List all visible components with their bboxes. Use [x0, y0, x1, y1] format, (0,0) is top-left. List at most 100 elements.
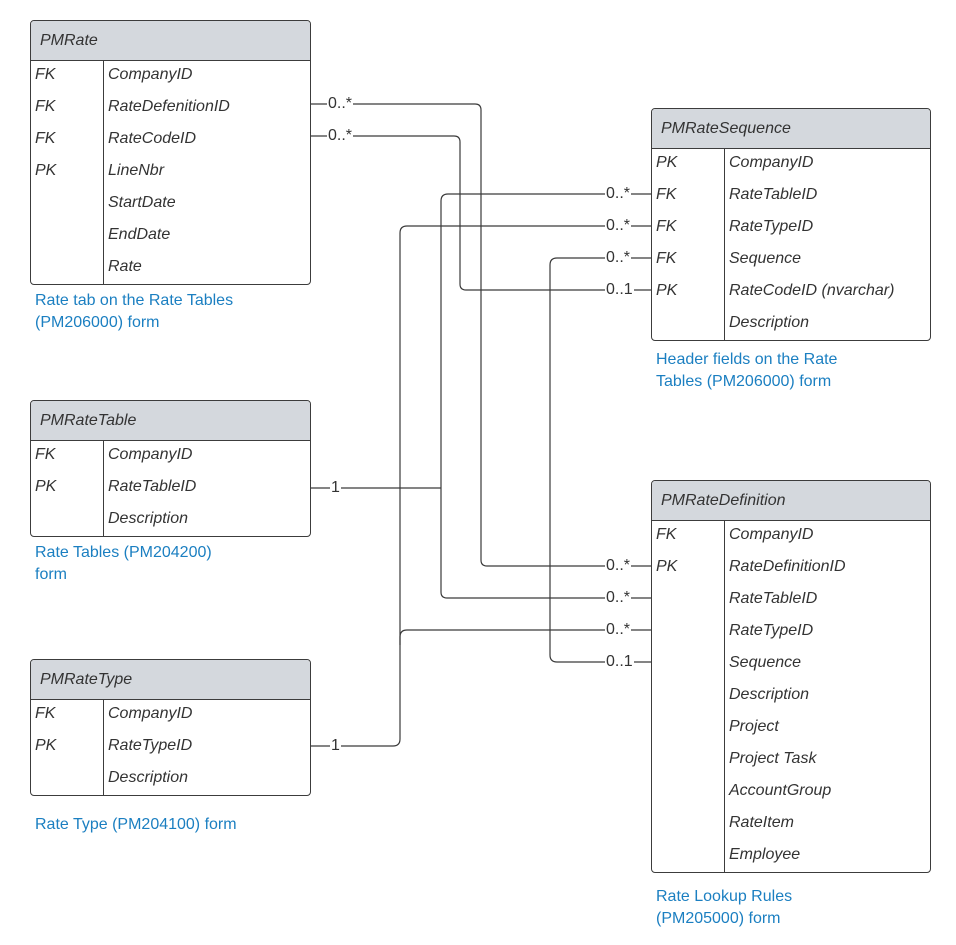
entity-body: FK CompanyID PK RateTypeID Description	[31, 700, 310, 795]
field-cell: RateTableID	[729, 590, 818, 607]
entity-pmratesequence: PMRateSequence PK CompanyID FK RateTableID…	[651, 108, 931, 341]
cardinality-label: 0..1	[605, 281, 634, 299]
entity-row: FK CompanyID	[31, 441, 310, 473]
entity-row: Rate	[31, 253, 310, 284]
entity-row: FK CompanyID	[31, 61, 310, 93]
cardinality-label: 0..*	[327, 95, 354, 113]
cardinality-label: 1	[330, 737, 341, 755]
key-cell: FK	[656, 218, 677, 235]
field-cell: Project Task	[729, 750, 817, 767]
caption-pmratetable: Rate Tables (PM204200) form	[35, 544, 212, 583]
column-divider	[103, 700, 104, 795]
key-cell: PK	[35, 162, 57, 179]
field-cell: Description	[108, 510, 189, 527]
field-cell: RateTypeID	[108, 737, 193, 754]
field-cell: Description	[729, 314, 810, 331]
link-ratetable-to-seq	[440, 193, 651, 488]
cardinality-label: 0..*	[605, 589, 632, 607]
cardinality-label: 0..*	[605, 185, 632, 203]
entity-row: StartDate	[31, 189, 310, 221]
entity-title: PMRateSequence	[652, 109, 930, 149]
field-cell: Employee	[729, 846, 801, 863]
cardinality-label: 0..*	[605, 621, 632, 639]
field-cell: CompanyID	[729, 154, 814, 171]
field-cell: RateCodeID (nvarchar)	[729, 282, 895, 299]
field-cell: Description	[729, 686, 810, 703]
field-cell: RateDefenitionID	[108, 98, 230, 115]
entity-row: EndDate	[31, 221, 310, 253]
entity-row: PK RateCodeID (nvarchar)	[652, 277, 930, 309]
entity-title: PMRateTable	[31, 401, 310, 441]
entity-row: FK RateDefenitionID	[31, 93, 310, 125]
link-ratedef	[311, 103, 651, 567]
cardinality-label: 0..*	[327, 127, 354, 145]
entity-row: Employee	[652, 841, 930, 872]
field-cell: CompanyID	[729, 526, 814, 543]
entity-title: PMRateDefinition	[652, 481, 930, 521]
field-cell: Project	[729, 718, 779, 735]
entity-row: Sequence	[652, 649, 930, 681]
cardinality-label: 1	[330, 479, 341, 497]
entity-row: FK RateTableID	[652, 181, 930, 213]
field-cell: StartDate	[108, 194, 176, 211]
field-cell: RateItem	[729, 814, 794, 831]
cardinality-label: 0..1	[605, 653, 634, 671]
field-cell: LineNbr	[108, 162, 165, 179]
entity-row: PK LineNbr	[31, 157, 310, 189]
cardinality-label: 0..*	[605, 557, 632, 575]
key-cell: FK	[35, 66, 56, 83]
field-cell: RateTypeID	[729, 622, 814, 639]
field-cell: CompanyID	[108, 446, 193, 463]
key-cell: PK	[656, 282, 678, 299]
entity-row: RateItem	[652, 809, 930, 841]
field-cell: RateTableID	[729, 186, 818, 203]
field-cell: CompanyID	[108, 66, 193, 83]
field-cell: CompanyID	[108, 705, 193, 722]
entity-row: Project	[652, 713, 930, 745]
column-divider	[724, 149, 725, 340]
link-ratetype-out	[311, 225, 651, 747]
key-cell: FK	[35, 98, 56, 115]
key-cell: PK	[656, 154, 678, 171]
field-cell: RateTypeID	[729, 218, 814, 235]
entity-row: Description	[31, 505, 310, 536]
link-ratetable-to-def	[440, 488, 651, 599]
field-cell: RateCodeID	[108, 130, 197, 147]
field-cell: Description	[108, 769, 189, 786]
cardinality-label: 0..*	[605, 249, 632, 267]
entity-row: RateTableID	[652, 585, 930, 617]
column-divider	[103, 61, 104, 284]
field-cell: AccountGroup	[729, 782, 832, 799]
entity-row: RateTypeID	[652, 617, 930, 649]
entity-row: PK CompanyID	[652, 149, 930, 181]
entity-row: AccountGroup	[652, 777, 930, 809]
entity-title: PMRateType	[31, 660, 310, 700]
key-cell: PK	[35, 737, 57, 754]
entity-row: PK RateTypeID	[31, 732, 310, 764]
key-cell: FK	[656, 186, 677, 203]
entity-row: Description	[652, 309, 930, 340]
column-divider	[103, 441, 104, 536]
key-cell: FK	[656, 250, 677, 267]
key-cell: FK	[35, 446, 56, 463]
link-ratetype-to-def	[399, 629, 651, 645]
caption-pmratetype: Rate Type (PM204100) form	[35, 816, 237, 833]
field-cell: Sequence	[729, 250, 802, 267]
field-cell: EndDate	[108, 226, 171, 243]
entity-row: FK Sequence	[652, 245, 930, 277]
entity-row: Description	[31, 764, 310, 795]
field-cell: Sequence	[729, 654, 802, 671]
key-cell: FK	[35, 705, 56, 722]
cardinality-label: 0..*	[605, 217, 632, 235]
